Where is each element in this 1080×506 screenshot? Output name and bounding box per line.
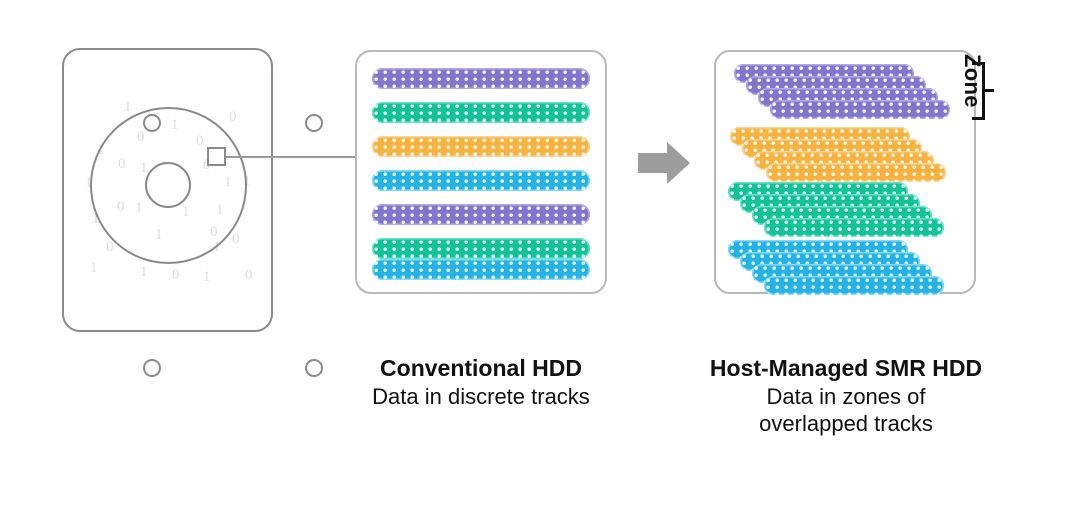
track-dot-pattern (372, 68, 590, 89)
zone-teal (716, 52, 974, 292)
binary-digit: 0 (232, 231, 240, 247)
track-dot-pattern (764, 218, 944, 237)
track-dot-pattern (764, 276, 944, 295)
conventional-track (372, 102, 590, 123)
track-dot-pattern (372, 102, 590, 123)
zone-blue (716, 52, 974, 295)
binary-digit: 0 (172, 267, 180, 283)
track-dot-pattern (372, 136, 590, 157)
smr-track (766, 163, 946, 182)
binary-digit: 1 (92, 211, 100, 227)
track-dot-pattern (770, 100, 950, 119)
transition-arrow-icon (638, 142, 690, 184)
conventional-track (372, 204, 590, 225)
zone-purple (716, 52, 974, 292)
caption-smr-subtitle-1: overlapped tracks (759, 411, 933, 437)
binary-digit: 1 (90, 260, 98, 276)
zone-bracket (972, 62, 985, 120)
magnifier-square-icon (207, 147, 226, 166)
track-dot-pattern (372, 238, 590, 259)
smr-track (764, 276, 944, 295)
track-dot-pattern (372, 170, 590, 191)
hdd-spindle-circle (145, 162, 191, 208)
host-managed-smr-hdd-panel (714, 50, 976, 295)
conventional-track (372, 170, 590, 191)
caption-conventional-title: Conventional HDD (380, 355, 582, 381)
binary-digit: 1 (203, 269, 211, 285)
caption-conventional: Conventional HDD Data in discrete tracks (331, 354, 631, 410)
callout-line (226, 156, 356, 158)
caption-conventional-subtitle-0: Data in discrete tracks (372, 383, 590, 409)
caption-smr-subtitle-0: Data in zones of (766, 383, 926, 409)
conventional-track (372, 238, 590, 259)
track-dot-pattern (372, 204, 590, 225)
screw-hole-top-right (305, 114, 323, 132)
caption-smr: Host-Managed SMR HDD Data in zones of ov… (690, 354, 1002, 438)
zone-label: Zone (960, 54, 985, 108)
track-dot-pattern (372, 259, 590, 280)
conventional-hdd-panel (355, 50, 607, 294)
zone-bracket-tick (985, 89, 994, 92)
conventional-track (372, 259, 590, 280)
zone-orange (716, 52, 974, 292)
binary-digit: 0 (106, 239, 114, 255)
caption-smr-title: Host-Managed SMR HDD (709, 355, 983, 381)
screw-hole-bottom-right (305, 359, 323, 377)
conventional-track (372, 68, 590, 89)
binary-digit: 0 (229, 109, 237, 125)
hdd-platter-circle (90, 107, 247, 264)
binary-digit: 1 (140, 264, 148, 280)
smr-track (764, 218, 944, 237)
conventional-track (372, 136, 590, 157)
binary-digit: 1 (124, 99, 132, 115)
screw-hole-bottom-left (143, 359, 161, 377)
binary-digit: 0 (245, 267, 253, 283)
track-dot-pattern (766, 163, 946, 182)
binary-digit: 1 (85, 175, 93, 191)
smr-track (770, 100, 950, 119)
